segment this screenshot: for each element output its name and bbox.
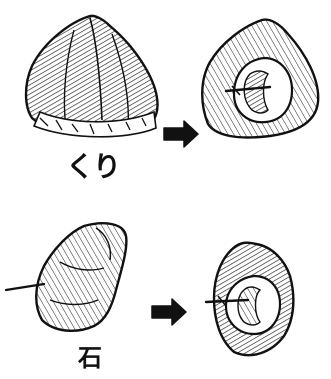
chestnut-icon: [26, 16, 158, 137]
right-arrow-icon: [152, 299, 186, 325]
stone-icon: [6, 223, 126, 331]
right-arrow-icon: [164, 121, 198, 147]
caption-chestnut: くり: [66, 153, 120, 181]
caption-stone: 石: [78, 346, 102, 370]
chestnut-cross-section-icon: [202, 20, 318, 138]
stone-cross-section-icon: [206, 243, 293, 355]
